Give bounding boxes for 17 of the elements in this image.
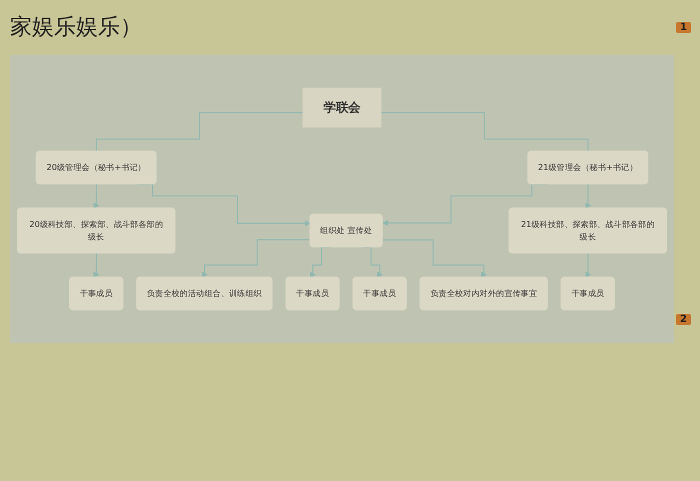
arrow bbox=[585, 184, 592, 209]
arrow bbox=[93, 184, 100, 209]
arrow bbox=[310, 246, 330, 278]
diagram-panel: 学联会 20级管理会（秘书+书记） 21级管理会（秘书+书记） 20级科技部、探索部、战斗部各部的级长 组织处 宣传处 21级科技部、探索部、战斗部各部的级长 干事成员 负责全校的活动组合、训练组织 干事成员 干事成员 负责全校对内对外的宣传事宜 干事成员 bbox=[10, 55, 674, 343]
arrow bbox=[93, 252, 100, 278]
connector bbox=[96, 112, 303, 152]
connector bbox=[381, 112, 589, 152]
arrow bbox=[585, 252, 592, 278]
node-box bbox=[302, 88, 382, 128]
arrow bbox=[362, 246, 383, 278]
comment-badge: 2 bbox=[676, 314, 691, 325]
comment-badge: 1 bbox=[676, 22, 691, 33]
arrow bbox=[138, 184, 311, 226]
arrow bbox=[382, 239, 487, 278]
arrow bbox=[382, 184, 547, 226]
heading-text: 家娱乐娱乐） bbox=[10, 14, 142, 42]
arrow bbox=[202, 239, 310, 278]
